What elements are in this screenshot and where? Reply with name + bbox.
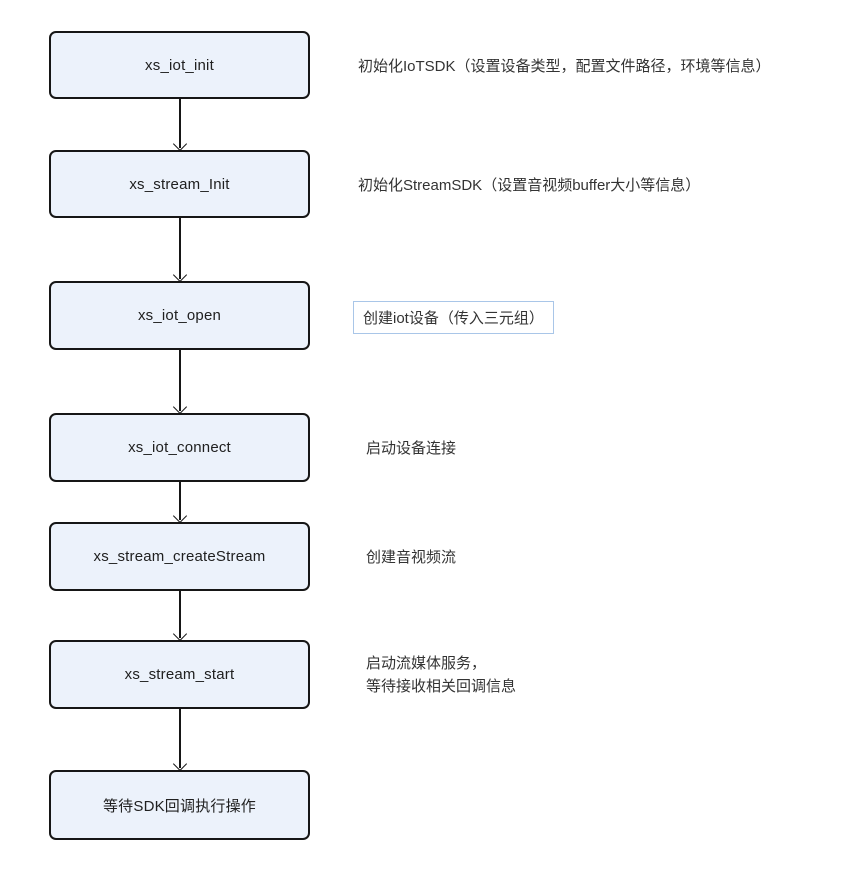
flow-node-xs-iot-init[interactable]: xs_iot_init xyxy=(49,31,310,99)
arrow-down-icon xyxy=(171,482,189,522)
flow-node-label: xs_iot_init xyxy=(145,56,214,74)
arrow-down-icon xyxy=(171,591,189,640)
flow-node-xs-stream-init[interactable]: xs_stream_Init xyxy=(49,150,310,218)
arrow-down-icon xyxy=(171,218,189,281)
flow-node-label: xs_iot_connect xyxy=(128,439,231,456)
annotation-xs-stream-createstream: 创建音视频流 xyxy=(366,522,456,591)
arrow-down-icon xyxy=(171,709,189,770)
flow-node-xs-iot-connect[interactable]: xs_iot_connect xyxy=(49,413,310,482)
flow-node-label: xs_stream_createStream xyxy=(93,548,266,565)
flow-node-label: xs_stream_Init xyxy=(129,175,230,193)
annotation-text-line: 等待接收相关回调信息 xyxy=(366,677,517,695)
annotation-text: 创建iot设备（传入三元组） xyxy=(363,310,544,327)
flow-node-xs-stream-start[interactable]: xs_stream_start xyxy=(49,640,310,709)
annotation-text: 初始化IoTSDK（设置设备类型，配置文件路径，环境等信息） xyxy=(358,57,771,75)
annotation-xs-iot-init: 初始化IoTSDK（设置设备类型，配置文件路径，环境等信息） xyxy=(358,31,771,99)
annotation-xs-stream-init: 初始化StreamSDK（设置音视频buffer大小等信息） xyxy=(358,150,700,218)
flow-node-wait-sdk-callback[interactable]: 等待SDK回调执行操作 xyxy=(49,770,310,840)
annotation-xs-stream-start: 启动流媒体服务， 等待接收相关回调信息 xyxy=(366,640,516,709)
annotation-text: 初始化StreamSDK（设置音视频buffer大小等信息） xyxy=(358,176,701,194)
annotation-xs-iot-connect: 启动设备连接 xyxy=(366,413,456,482)
annotation-text-line: 启动流媒体服务， xyxy=(366,654,487,672)
arrow-down-icon xyxy=(171,350,189,413)
annotation-xs-iot-open-selected-textbox[interactable]: 创建iot设备（传入三元组） xyxy=(353,301,554,334)
annotation-text: 创建音视频流 xyxy=(366,549,457,566)
annotation-text: 启动设备连接 xyxy=(366,440,457,457)
flow-node-label: xs_stream_start xyxy=(124,666,235,683)
flow-node-xs-stream-createstream[interactable]: xs_stream_createStream xyxy=(49,522,310,591)
flow-node-label: xs_iot_open xyxy=(137,307,222,324)
flow-node-label: 等待SDK回调执行操作 xyxy=(102,797,257,815)
flow-node-xs-iot-open[interactable]: xs_iot_open xyxy=(49,281,310,350)
arrow-down-icon xyxy=(171,99,189,150)
